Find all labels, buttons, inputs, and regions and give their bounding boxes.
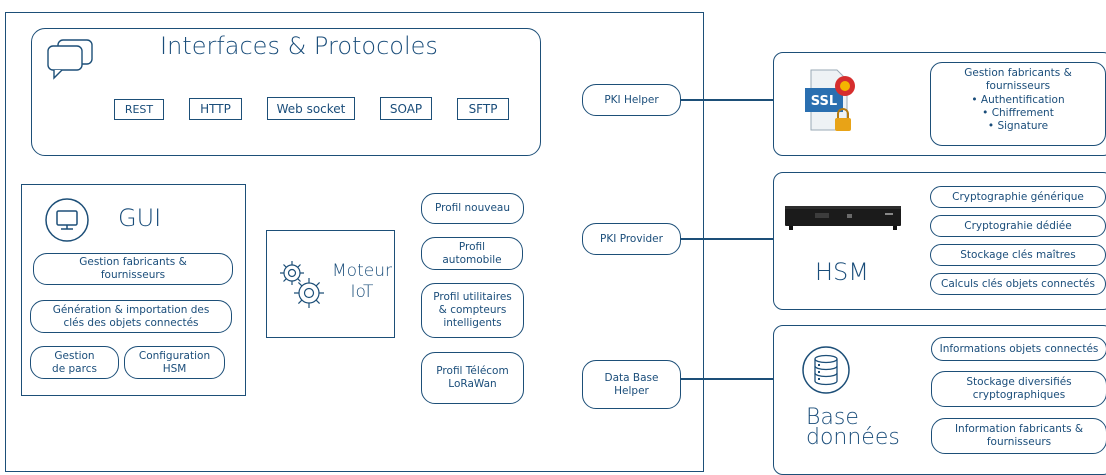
- profile-telecom: Profil Télécom LoRaWan: [421, 352, 524, 404]
- pki-helper: PKI Helper: [582, 84, 681, 116]
- hsm-item-generique: Cryptographie générique: [930, 186, 1106, 208]
- gui-item-hsm-config: Configuration HSM: [124, 346, 225, 379]
- ssl-bullet: Chiffrement: [931, 107, 1105, 120]
- connector-db-helper: [681, 378, 774, 380]
- hsm-device-icon: [785, 204, 901, 232]
- chat-icon: [44, 36, 96, 80]
- profile-automobile: Profil automobile: [421, 237, 523, 270]
- hsm-item-calculs: Calculs clés objets connectés: [930, 273, 1106, 295]
- hsm-item-stockage: Stockage clés maîtres: [930, 244, 1106, 266]
- connector-pki-helper: [681, 99, 774, 101]
- gui-item-generation: Génération & importation des clés des ob…: [30, 300, 232, 333]
- gui-box: [21, 184, 246, 396]
- hsm-box: [773, 172, 1106, 310]
- monitor-icon: [44, 197, 90, 243]
- gui-item-fabricants: Gestion fabricants & fournisseurs: [33, 253, 233, 285]
- profile-utilitaires: Profil utilitaires & compteurs intellige…: [421, 283, 524, 338]
- ssl-bullets: Authentification Chiffrement Signature: [931, 94, 1105, 133]
- db-item-fabricants: Information fabricants & fournisseurs: [931, 418, 1106, 454]
- db-title: Base données: [806, 405, 900, 450]
- protocol-websocket: Web socket: [267, 97, 355, 120]
- ssl-info-heading: Gestion fabricants & fournisseurs: [964, 67, 1072, 92]
- db-item-stockage: Stockage diversifiés cryptographiques: [931, 371, 1106, 407]
- db-helper: Data Base Helper: [582, 360, 681, 409]
- connector-pki-provider: [681, 238, 774, 240]
- protocol-http: HTTP: [189, 98, 242, 120]
- gears-icon: [272, 255, 330, 313]
- ssl-bullet: Signature: [931, 120, 1105, 133]
- protocol-rest: REST: [114, 99, 164, 120]
- hsm-item-dediee: Cryptograhie dédiée: [930, 215, 1106, 237]
- ssl-bullet: Authentification: [931, 94, 1105, 107]
- interfaces-box: [31, 28, 541, 156]
- interfaces-title: Interfaces & Protocoles: [160, 32, 438, 60]
- pki-provider: PKI Provider: [582, 223, 681, 255]
- moteur-box: [266, 230, 395, 338]
- db-item-informations: Informations objets connectés: [931, 337, 1106, 361]
- ssl-certificate-icon: SSL: [803, 64, 861, 136]
- gui-title: GUI: [118, 204, 162, 232]
- protocol-soap: SOAP: [380, 97, 432, 120]
- protocol-sftp: SFTP: [457, 98, 509, 120]
- ssl-info-box: Gestion fabricants & fournisseurs Authen…: [930, 62, 1106, 146]
- hsm-title: HSM: [815, 258, 869, 286]
- profile-nouveau: Profil nouveau: [421, 193, 524, 224]
- ssl-box: [773, 52, 1106, 156]
- ssl-badge-text: SSL: [811, 94, 837, 109]
- database-icon: [801, 345, 851, 395]
- moteur-title: Moteur IoT: [332, 261, 392, 302]
- gui-item-parcs: Gestion de parcs: [30, 346, 119, 379]
